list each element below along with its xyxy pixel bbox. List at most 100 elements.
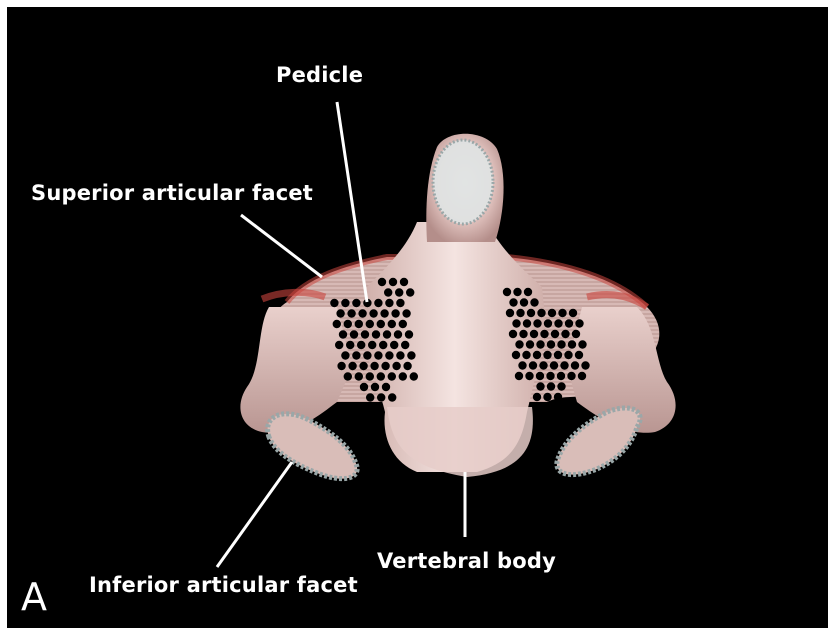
pedicle-dot: [512, 351, 520, 359]
pedicle-dot: [371, 383, 379, 391]
pedicle-dot: [330, 299, 338, 307]
right-inferior-facet: [557, 408, 640, 475]
pedicle-dot: [403, 362, 411, 370]
pedicle-dot: [399, 372, 407, 380]
pedicle-dot: [560, 361, 568, 369]
pedicle-dot: [506, 309, 514, 317]
pedicle-dot: [402, 309, 410, 317]
pedicle-dot: [381, 362, 389, 370]
pedicle-dot: [544, 319, 552, 327]
pedicle-dot: [370, 362, 378, 370]
pedicle-dot: [384, 288, 392, 296]
pedicle-dot: [554, 351, 562, 359]
pedicle-dot: [394, 330, 402, 338]
pedicle-dot: [546, 372, 554, 380]
pedicle-dot: [533, 351, 541, 359]
pedicle-dot: [352, 351, 360, 359]
pedicle-dot: [554, 393, 562, 401]
superior-articular-facet-label: Superior articular facet: [31, 181, 313, 205]
pedicle-dot: [516, 309, 524, 317]
vertebra-3d-render: [7, 7, 828, 628]
pedicle-dot: [335, 341, 343, 349]
pedicle-dot: [547, 382, 555, 390]
pedicle-dot: [355, 320, 363, 328]
pedicle-dot: [389, 278, 397, 286]
pedicle-dot: [396, 351, 404, 359]
pedicle-dot: [378, 278, 386, 286]
pedicle-dot: [346, 341, 354, 349]
pedicle-dot: [392, 362, 400, 370]
pedicle-dot: [548, 309, 556, 317]
pedicle-dot: [575, 319, 583, 327]
pedicle-dot: [396, 299, 404, 307]
pedicle-dot: [333, 320, 341, 328]
pedicle-dot: [366, 372, 374, 380]
pedicle-dot: [554, 319, 562, 327]
pedicle-dot: [539, 361, 547, 369]
pedicle-dot: [571, 361, 579, 369]
pedicle-dot: [366, 393, 374, 401]
pedicle-dot: [547, 340, 555, 348]
pedicle-dot: [533, 319, 541, 327]
pedicle-dot: [515, 340, 523, 348]
pedicle-dot: [399, 320, 407, 328]
pedicle-dot: [503, 288, 511, 296]
pedicle-dot: [520, 298, 528, 306]
pedicle-dot: [543, 351, 551, 359]
pedicle-dot: [339, 330, 347, 338]
pedicle-dot: [513, 288, 521, 296]
pedicle-dot: [395, 288, 403, 296]
pedicle-dot: [406, 288, 414, 296]
pedicle-dot: [572, 330, 580, 338]
left-inferior-facet: [268, 414, 358, 479]
pedicle-dot: [377, 320, 385, 328]
pedicle-dot: [515, 372, 523, 380]
pedicle-dot: [390, 341, 398, 349]
pedicle-dot: [368, 341, 376, 349]
pedicle-dot: [523, 319, 531, 327]
pedicle-dot: [567, 372, 575, 380]
pedicle-dot: [352, 299, 360, 307]
pedicle-dot: [527, 309, 535, 317]
pedicle-dot: [400, 278, 408, 286]
pedicle-dot: [382, 383, 390, 391]
pedicle-dot: [557, 372, 565, 380]
pedicle-label: Pedicle: [276, 63, 363, 87]
pedicle-dot: [388, 320, 396, 328]
pedicle-dot: [561, 330, 569, 338]
pedicle-dot: [358, 309, 366, 317]
pedicle-dot: [410, 372, 418, 380]
pedicle-dot: [360, 383, 368, 391]
pedicle-dot: [536, 340, 544, 348]
pedicle-dot: [388, 372, 396, 380]
pedicle-dot: [543, 393, 551, 401]
pedicle-dot: [388, 393, 396, 401]
pedicle-dot: [385, 351, 393, 359]
pedicle-dot: [518, 361, 526, 369]
pedicle-dot: [578, 372, 586, 380]
pedicle-dot: [372, 330, 380, 338]
pedicle-dot: [377, 372, 385, 380]
pedicle-dot: [383, 330, 391, 338]
pedicle-dot: [522, 351, 530, 359]
pedicle-dot: [519, 330, 527, 338]
pedicle-dot: [385, 299, 393, 307]
pedicle-dot: [568, 340, 576, 348]
pedicle-dot: [348, 362, 356, 370]
pedicle-dot: [536, 382, 544, 390]
pedicle-dot: [526, 340, 534, 348]
pedicle-dot: [512, 319, 520, 327]
pedicle-dot: [350, 330, 358, 338]
pedicle-dot: [557, 382, 565, 390]
pedicle-dot: [533, 393, 541, 401]
pedicle-dot: [525, 372, 533, 380]
pedicle-dot: [529, 361, 537, 369]
pedicle-dot: [401, 341, 409, 349]
pedicle-dot: [537, 309, 545, 317]
pedicle-dot: [380, 309, 388, 317]
pedicle-dot: [405, 330, 413, 338]
pedicle-dot: [407, 351, 415, 359]
pedicle-dot: [341, 299, 349, 307]
pedicle-dot: [565, 319, 573, 327]
